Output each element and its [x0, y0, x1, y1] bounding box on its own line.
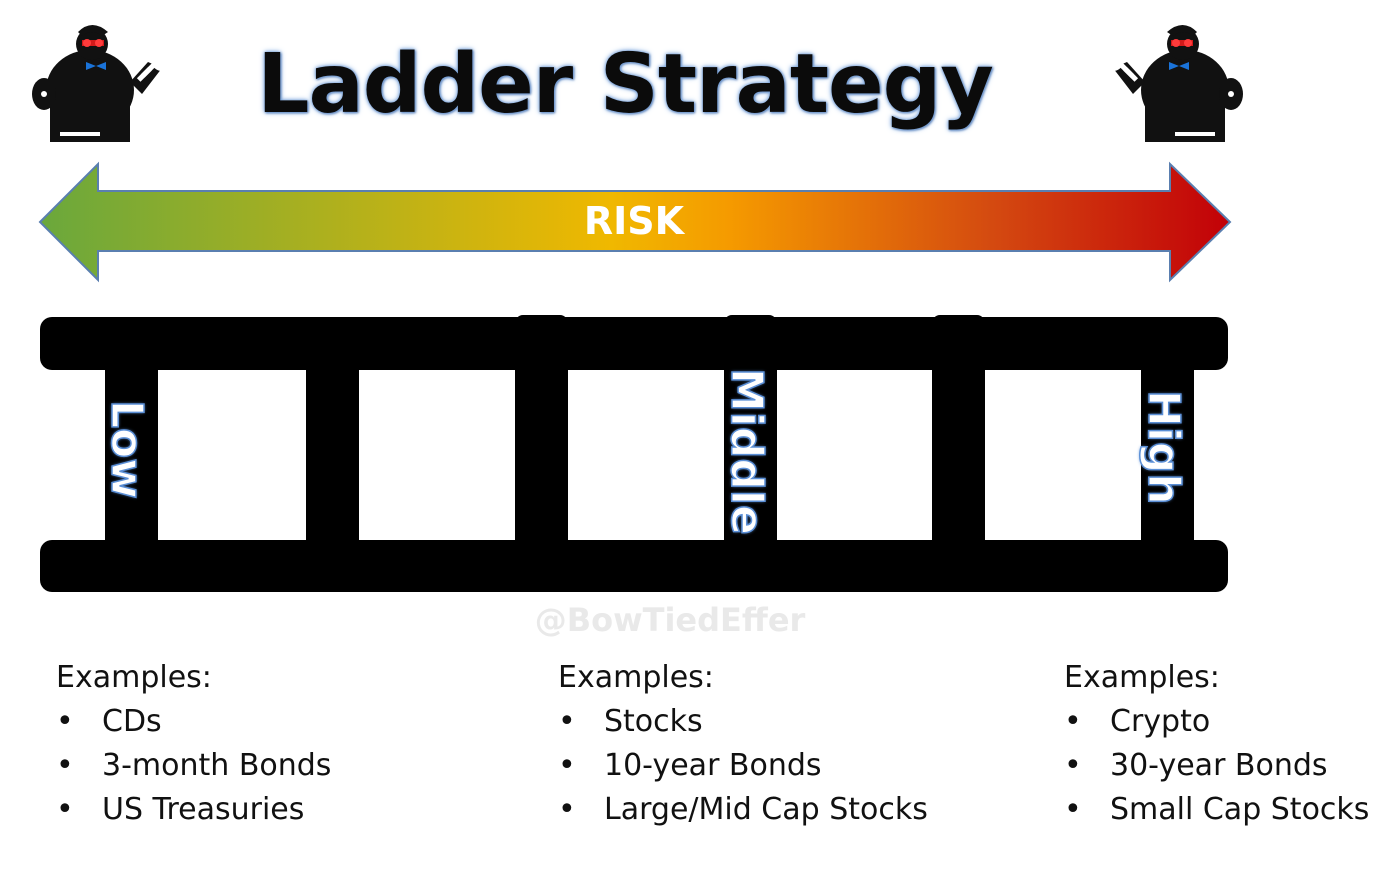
list-item-label: CDs [102, 704, 162, 739]
bullet-icon: • [558, 704, 576, 739]
list-item-label: 30-year Bonds [1110, 748, 1328, 783]
ladder-graphic [40, 315, 1228, 592]
bullet-icon: • [1064, 792, 1082, 827]
list-item: • Small Cap Stocks [1064, 788, 1374, 832]
examples-heading: Examples: [1064, 660, 1220, 695]
list-item: • CDs [56, 700, 506, 744]
ladder-top-rail [40, 317, 1228, 370]
examples-list: • Crypto • 30-year Bonds • Small Cap Stocks [1064, 700, 1374, 832]
examples-low: Examples: • CDs • 3-month Bonds • US Treasu… [56, 656, 506, 832]
ladder-label-high: High [1137, 389, 1190, 505]
ladder-rung [932, 315, 985, 550]
bullet-icon: • [1064, 748, 1082, 783]
examples-high: Examples: • Crypto • 30-year Bonds • Small … [1064, 656, 1374, 832]
list-item: • 10-year Bonds [558, 744, 1008, 788]
ladder-label-middle: Middle [720, 367, 773, 535]
list-item: • Stocks [558, 700, 1008, 744]
examples-heading: Examples: [558, 660, 714, 695]
ladder-rung [724, 315, 777, 550]
list-item-label: 3-month Bonds [102, 748, 332, 783]
ladder-label-low: Low [100, 399, 153, 499]
list-item-label: Large/Mid Cap Stocks [604, 792, 928, 827]
list-item: • 30-year Bonds [1064, 744, 1374, 788]
bullet-icon: • [558, 748, 576, 783]
ladder-bottom-rail [40, 540, 1228, 592]
examples-list: • CDs • 3-month Bonds • US Treasuries [56, 700, 506, 832]
ladder-rung [1141, 360, 1194, 550]
list-item-label: US Treasuries [102, 792, 305, 827]
bullet-icon: • [558, 792, 576, 827]
list-item-label: Small Cap Stocks [1110, 792, 1370, 827]
list-item-label: Stocks [604, 704, 703, 739]
muscle-man-mascot-icon [32, 25, 172, 142]
risk-double-arrow [38, 161, 1232, 283]
ladder-rung [105, 360, 158, 550]
bullet-icon: • [56, 704, 74, 739]
examples-middle: Examples: • Stocks • 10-year Bonds • Large/… [558, 656, 1008, 832]
ladder-rung [515, 315, 568, 550]
examples-list: • Stocks • 10-year Bonds • Large/Mid Cap St… [558, 700, 1008, 832]
list-item: • Large/Mid Cap Stocks [558, 788, 1008, 832]
muscle-man-mascot-icon [1103, 25, 1243, 142]
bullet-icon: • [1064, 704, 1082, 739]
page-title: Ladder Strategy [257, 37, 994, 132]
examples-heading: Examples: [56, 660, 212, 695]
list-item-label: 10-year Bonds [604, 748, 822, 783]
risk-label: RISK [583, 199, 685, 243]
list-item-label: Crypto [1110, 704, 1211, 739]
list-item: • Crypto [1064, 700, 1374, 744]
bullet-icon: • [56, 792, 74, 827]
watermark: @BowTiedEffer [534, 601, 806, 639]
list-item: • 3-month Bonds [56, 744, 506, 788]
list-item: • US Treasuries [56, 788, 506, 832]
ladder-rung [306, 360, 359, 550]
bullet-icon: • [56, 748, 74, 783]
